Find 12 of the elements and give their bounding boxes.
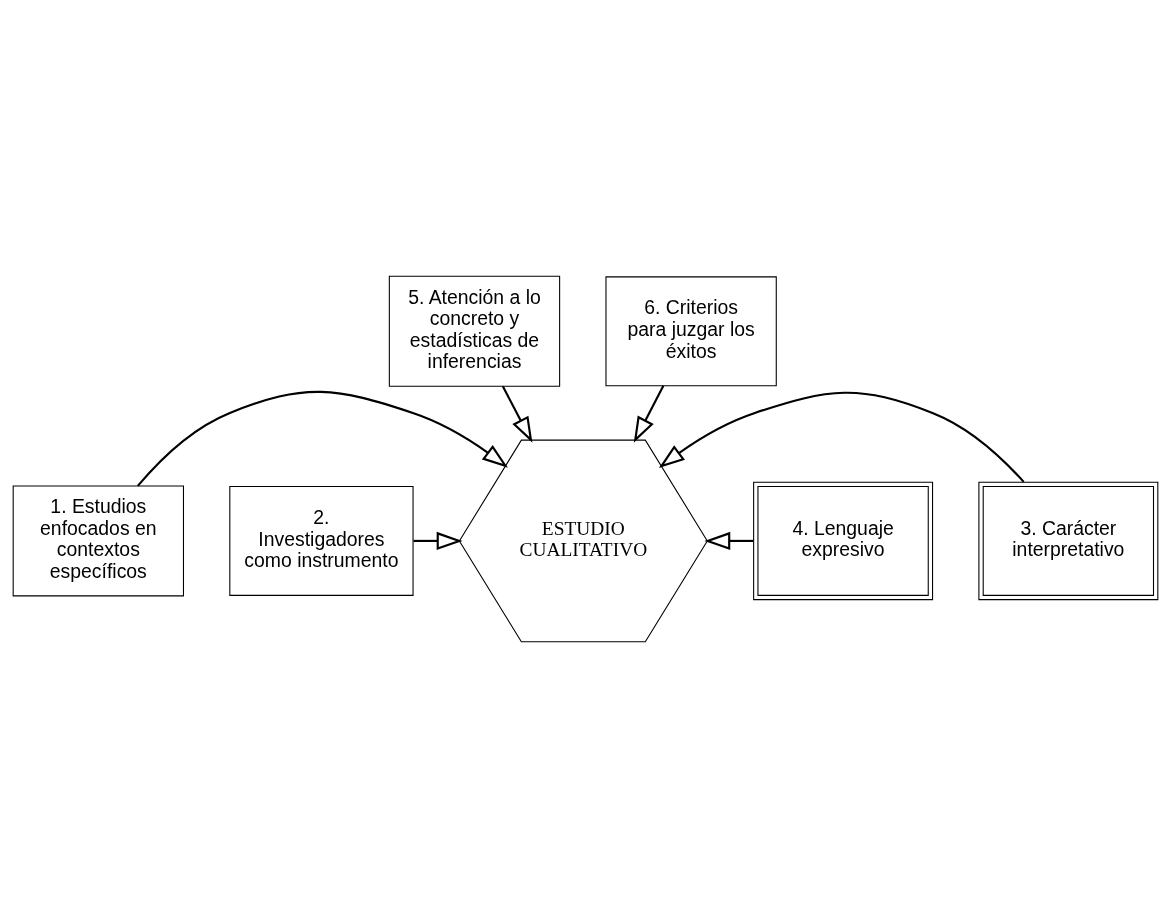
arrow [501, 385, 533, 443]
node-box: 5. Atención a lo concreto y estadísticas de inferencias [388, 275, 561, 387]
arrow [136, 390, 508, 487]
node-box: 3. Carácter interpretativo [978, 481, 1159, 600]
node-box: 4. Lenguaje expresivo [753, 481, 934, 600]
arrow [413, 531, 463, 550]
node-box: 2. Investigadores como instrumento [229, 485, 414, 596]
node-box: 6. Criterios para juzgar los éxitos [605, 275, 777, 386]
node-box: 1. Estudios enfocados en contextos específicos [12, 484, 184, 596]
arrow [658, 391, 1025, 483]
arrow [704, 531, 754, 550]
arrow [633, 384, 665, 443]
